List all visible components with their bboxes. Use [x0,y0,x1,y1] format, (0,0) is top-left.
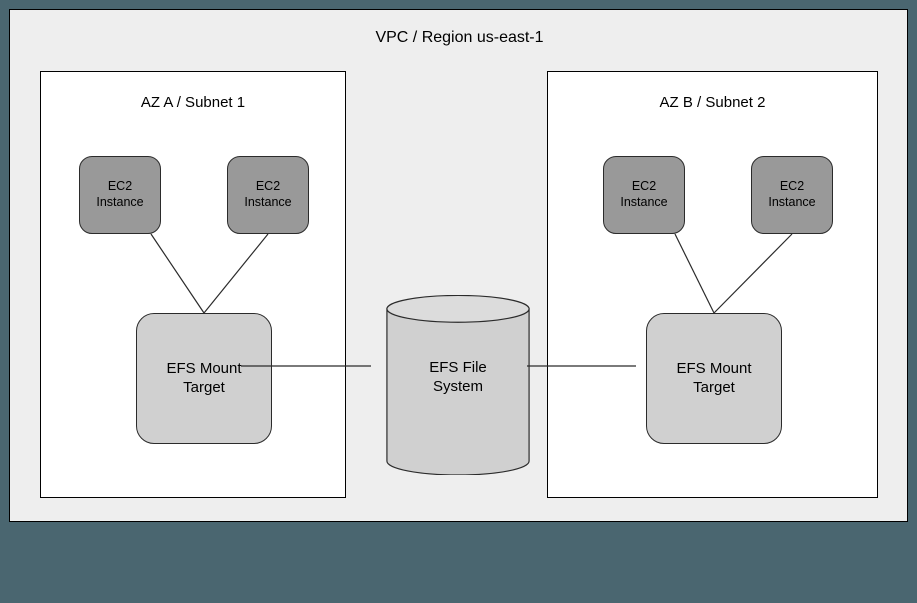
ec2-instance-b2[interactable]: EC2 Instance [751,156,833,234]
ec2-instance-a2[interactable]: EC2 Instance [227,156,309,234]
efs-mount-target-b[interactable]: EFS Mount Target [646,313,782,444]
ec2-instance-a1[interactable]: EC2 Instance [79,156,161,234]
efs-file-system[interactable]: EFS File System [380,280,536,475]
efs-file-system-label: EFS File System [429,358,487,395]
vpc-region-container: VPC / Region us-east-1 AZ A / Subnet 1 E… [9,9,908,522]
ec2-instance-b1[interactable]: EC2 Instance [603,156,685,234]
subnet-az-b-title: AZ B / Subnet 2 [659,94,766,111]
vpc-title: VPC / Region us-east-1 [375,29,544,46]
subnet-az-a: AZ A / Subnet 1 EC2 Instance EC2 Instanc… [40,71,346,498]
efs-mount-target-a[interactable]: EFS Mount Target [136,313,272,444]
diagram-canvas: VPC / Region us-east-1 AZ A / Subnet 1 E… [9,9,908,522]
subnet-az-b: AZ B / Subnet 2 EC2 Instance EC2 Instanc… [547,71,878,498]
subnet-az-a-title: AZ A / Subnet 1 [140,94,246,111]
cylinder-shape [386,295,530,475]
